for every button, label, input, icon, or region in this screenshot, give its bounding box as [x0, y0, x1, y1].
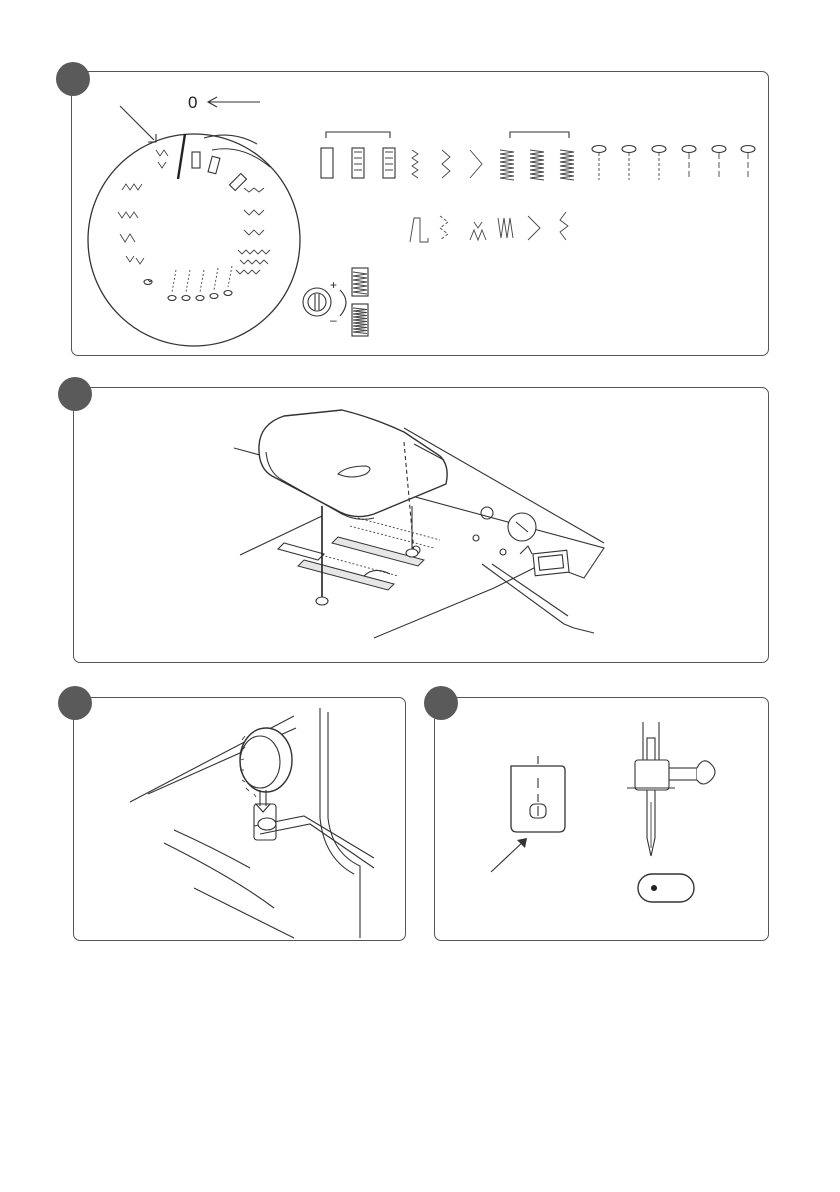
needle-hole-icon	[638, 874, 694, 902]
straight-stitch-icon-1	[321, 148, 333, 178]
step-badge-4	[424, 686, 458, 720]
straight-stitch-icon-3	[383, 148, 395, 178]
presser-foot-illustration	[435, 698, 768, 940]
panel-presser-foot	[434, 697, 769, 941]
zigzag-icon-3	[470, 150, 482, 178]
wide-zigzag-icon	[528, 216, 540, 240]
length-minus-label: –	[330, 313, 337, 327]
needle-plate	[259, 410, 447, 519]
panel-stitch-selection: 0	[71, 71, 769, 356]
handwheel-illustration	[74, 698, 405, 940]
zigzag-icon-2	[442, 150, 450, 178]
dial-zero-label: 0	[188, 93, 197, 112]
buttonhole-icons	[592, 146, 755, 181]
zigzag-icon-1	[412, 150, 418, 178]
needle-plate-illustration	[74, 388, 768, 662]
needle	[627, 722, 715, 856]
satin-icon-2	[530, 150, 544, 180]
screw-icon-1	[316, 597, 328, 605]
feather-icon	[560, 212, 568, 240]
satin-icon-1	[500, 150, 514, 180]
stitch-selection-illustration: 0	[72, 72, 768, 355]
step-badge-3	[58, 686, 92, 720]
stitch-selector-dial: 0	[88, 93, 300, 346]
blind-hem-icon	[410, 218, 428, 242]
panel-needle-plate	[73, 387, 769, 663]
panel-handwheel	[73, 697, 406, 941]
step-badge-1	[56, 62, 90, 96]
stitch-length-knob: + –	[303, 268, 368, 336]
overlock-icon	[470, 222, 486, 240]
stitch-pattern-chart	[321, 132, 755, 242]
length-plus-label: +	[330, 278, 337, 292]
multi-zigzag-icon	[440, 216, 448, 240]
handwheel	[240, 728, 292, 797]
screw-icon-2	[406, 549, 418, 557]
straight-stitch-icon-2	[352, 148, 364, 178]
satin-icon-3	[560, 150, 574, 180]
elastic-icon	[498, 218, 513, 238]
presser-foot	[511, 756, 565, 832]
step-badge-2	[58, 377, 92, 411]
